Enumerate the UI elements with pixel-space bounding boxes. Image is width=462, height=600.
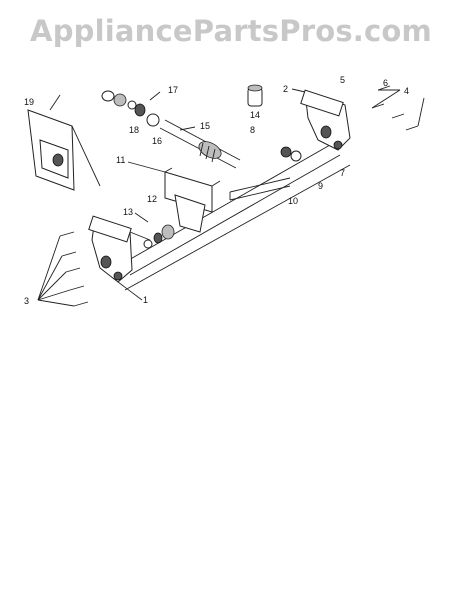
left-housing-part-1 [88,215,151,283]
right-housing-part-2 [300,89,351,151]
callout-8: 8 [250,125,255,135]
callout-11: 11 [116,155,125,165]
axle-tube [119,144,351,291]
bracket-part-11 [164,167,221,233]
callout-15: 15 [200,121,210,131]
callout-7: 7 [340,168,345,178]
callout-17: 17 [168,85,178,95]
worm-shaft-part-15 [159,119,241,169]
callout-2: 2 [283,84,288,94]
callout-6: 6 [383,78,388,88]
callout-13: 13 [123,207,133,217]
small-parts [101,90,302,249]
callout-1: 1 [143,295,148,305]
callout-5: 5 [340,75,345,85]
callout-labels: 1 2 3 4 5 6 7 8 9 10 11 12 13 14 15 16 1… [24,75,409,306]
cover-part-19 [27,94,101,191]
callout-16: 16 [152,136,162,146]
callout-14: 14 [250,110,260,120]
shaft-part-10 [229,177,291,201]
callout-9: 9 [318,181,323,191]
callout-18: 18 [129,125,139,135]
callout-19: 19 [24,97,34,107]
watermark-text: AppliancePartsPros.com [30,14,432,48]
callout-4: 4 [404,86,409,96]
bushing-part-14 [247,84,263,107]
callout-10: 10 [288,196,298,206]
leader-lines [37,88,425,307]
callout-12: 12 [147,194,157,204]
screws-part-3 [59,85,419,307]
callout-3: 3 [24,296,29,306]
